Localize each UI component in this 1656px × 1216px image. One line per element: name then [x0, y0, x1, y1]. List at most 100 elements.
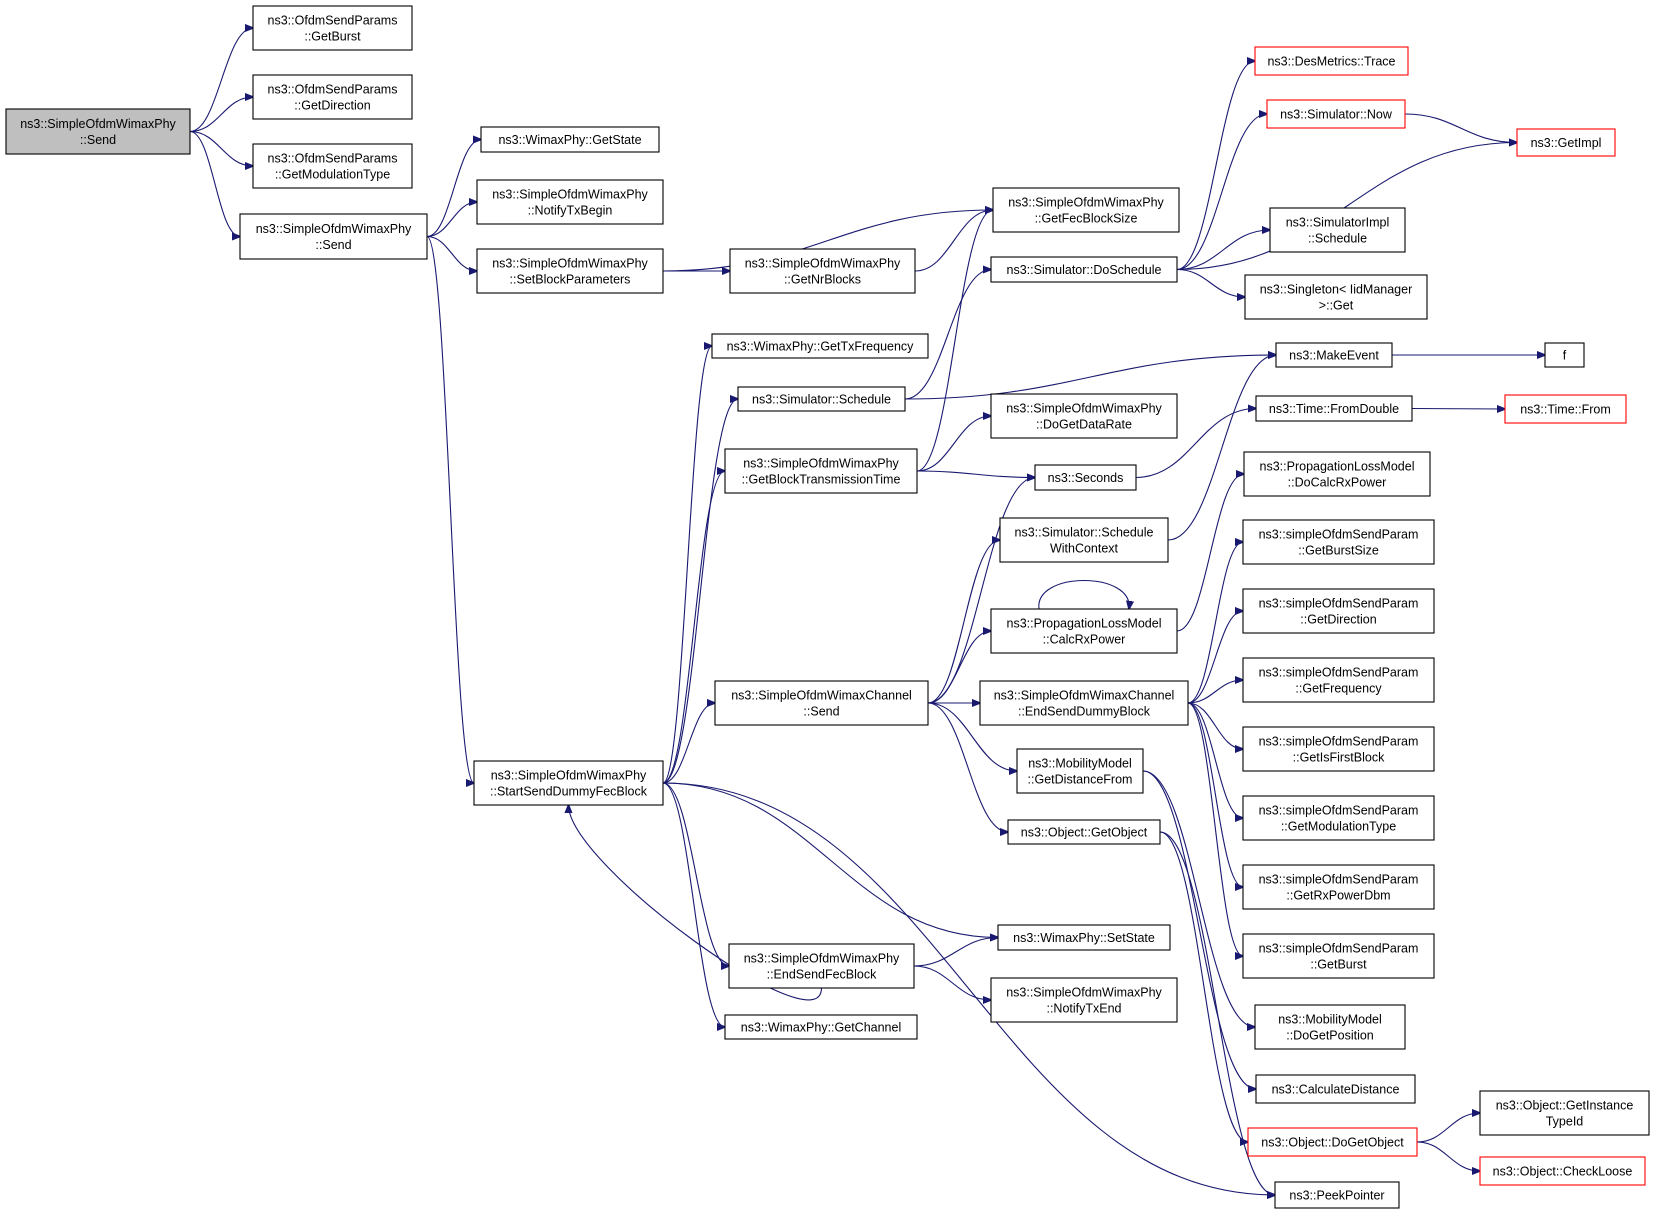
node-ns3-ofdmsendparams-getburst[interactable]: ns3::OfdmSendParams::GetBurst [252, 5, 413, 51]
node-ns3-simpleofdmsendparam-getdirection[interactable]: ns3::simpleOfdmSendParam::GetDirection [1242, 588, 1435, 634]
node-box [1254, 1004, 1406, 1050]
node-box [1242, 519, 1435, 565]
node-ns3-mobilitymodel-dogetposition[interactable]: ns3::MobilityModel::DoGetPosition [1254, 1004, 1406, 1050]
edge-n4-n5 [426, 140, 481, 238]
edge-n17-n29 [1176, 143, 1517, 271]
edge-n15-n10 [569, 805, 823, 1001]
node-box [1007, 819, 1161, 845]
edge-n15-n26 [913, 965, 991, 1000]
node-ns3-simpleofdmwimaxchannel-send[interactable]: ns3::SimpleOfdmWimaxChannel::Send [714, 680, 929, 726]
node-label-line: ns3::Simulator::Schedule [1015, 526, 1154, 540]
edge-n19-n34 [1135, 409, 1256, 479]
node-box [1244, 274, 1428, 320]
node-label-line: ::EndSendDummyBlock [1018, 705, 1151, 719]
node-ns3-object-getobject[interactable]: ns3::Object::GetObject [1007, 819, 1161, 845]
nodes-layer: ns3::SimpleOfdmWimaxPhy::Sendns3::OfdmSe… [5, 5, 1650, 1209]
edge-n10-n13 [662, 471, 725, 784]
node-ns3-time-fromdouble[interactable]: ns3::Time::FromDouble [1255, 395, 1413, 422]
node-ns3-wimaxphy-setstate[interactable]: ns3::WimaxPhy::SetState [997, 924, 1171, 951]
node-box [5, 108, 191, 155]
node-ns3-simulatorimpl-schedule[interactable]: ns3::SimulatorImpl::Schedule [1269, 207, 1406, 253]
node-ns3-makeevent[interactable]: ns3::MakeEvent [1275, 342, 1393, 368]
node-ns3-wimaxphy-getstate[interactable]: ns3::WimaxPhy::GetState [480, 126, 660, 153]
node-label-line: ns3::SimpleOfdmWimaxPhy [743, 457, 899, 471]
node-label-line: ns3::WimaxPhy::GetChannel [741, 1021, 902, 1035]
node-label-line: ns3::Simulator::DoSchedule [1007, 263, 1162, 277]
node-label-line: ns3::Object::CheckLoose [1493, 1165, 1633, 1179]
node-ns3-ofdmsendparams-getmodulationtype[interactable]: ns3::OfdmSendParams::GetModulationType [252, 143, 413, 189]
node-ns3-propagationlossmodel-calcrxpower[interactable]: ns3::PropagationLossModel::CalcRxPower [990, 608, 1178, 654]
node-label-line: ns3::simpleOfdmSendParam [1259, 942, 1419, 956]
node-label-line: ::GetIsFirstBlock [1293, 751, 1385, 765]
node-box [1504, 394, 1627, 424]
node-ns3-simpleofdmwimaxchannel-endsenddummyblock[interactable]: ns3::SimpleOfdmWimaxChannel::EndSendDumm… [979, 680, 1189, 726]
edge-n10-n16 [662, 782, 725, 1027]
node-ns3-simpleofdmwimaxphy-endsendfecblock[interactable]: ns3::SimpleOfdmWimaxPhy::EndSendFecBlock [728, 943, 915, 989]
node-ns3-simpleofdmwimaxphy-notifytxend[interactable]: ns3::SimpleOfdmWimaxPhy::NotifyTxEnd [990, 977, 1178, 1023]
node-ns3-simpleofdmsendparam-getrxpowerdbm[interactable]: ns3::simpleOfdmSendParam::GetRxPowerDbm [1242, 864, 1435, 910]
node-ns3-simpleofdmsendparam-getmodulationtype[interactable]: ns3::simpleOfdmSendParam::GetModulationT… [1242, 795, 1435, 841]
edge-n17-n31 [1176, 268, 1245, 298]
edge-n46-n49 [1416, 1141, 1480, 1171]
node-ns3-simpleofdmwimaxphy-dogetdatarate[interactable]: ns3::SimpleOfdmWimaxPhy::DoGetDataRate [990, 393, 1178, 439]
node-label-line: ::GetModulationType [275, 168, 390, 182]
node-box [252, 143, 413, 189]
node-ns3-object-checkloose[interactable]: ns3::Object::CheckLoose [1479, 1156, 1646, 1186]
edge-n46-n48 [1416, 1113, 1480, 1143]
node-box [1516, 128, 1616, 157]
node-ns3-simpleofdmsendparam-getburstsize[interactable]: ns3::simpleOfdmSendParam::GetBurstSize [1242, 519, 1435, 565]
node-box [1242, 657, 1435, 703]
node-ns3-simpleofdmwimaxphy-send[interactable]: ns3::SimpleOfdmWimaxPhy::Send [5, 108, 191, 155]
node-ns3-propagationlossmodel-docalcrxpower[interactable]: ns3::PropagationLossModel::DoCalcRxPower [1243, 451, 1431, 497]
node-ns3-simpleofdmwimaxphy-notifytxbegin[interactable]: ns3::SimpleOfdmWimaxPhy::NotifyTxBegin [476, 179, 664, 225]
node-ns3-object-dogetobject[interactable]: ns3::Object::DoGetObject [1247, 1127, 1418, 1157]
node-ns3-mobilitymodel-getdistancefrom[interactable]: ns3::MobilityModel::GetDistanceFrom [1016, 748, 1144, 794]
node-ns3-desmetrics-trace[interactable]: ns3::DesMetrics::Trace [1254, 46, 1409, 76]
node-box [997, 924, 1171, 951]
node-ns3-wimaxphy-gettxfrequency[interactable]: ns3::WimaxPhy::GetTxFrequency [711, 333, 929, 359]
node-label-line: ::GetBurst [304, 30, 361, 44]
node-box [1242, 864, 1435, 910]
node-ns3-simpleofdmsendparam-getburst[interactable]: ns3::simpleOfdmSendParam::GetBurst [1242, 933, 1435, 979]
node-ns3-peekpointer[interactable]: ns3::PeekPointer [1274, 1181, 1400, 1209]
node-ns3-time-from[interactable]: ns3::Time::From [1504, 394, 1627, 424]
node-ns3-simpleofdmsendparam-getfrequency[interactable]: ns3::simpleOfdmSendParam::GetFrequency [1242, 657, 1435, 703]
node-label-line: ::GetNrBlocks [784, 273, 861, 287]
node-ns3-singleton-iidmanager-get[interactable]: ns3::Singleton< IidManager>::Get [1244, 274, 1428, 320]
node-ns3-simulator-doschedule[interactable]: ns3::Simulator::DoSchedule [990, 256, 1178, 283]
node-ns3-wimaxphy-getchannel[interactable]: ns3::WimaxPhy::GetChannel [724, 1014, 918, 1040]
node-label-line: ns3::Singleton< IidManager [1260, 283, 1413, 297]
node-ns3-ofdmsendparams-getdirection[interactable]: ns3::OfdmSendParams::GetDirection [252, 74, 413, 120]
node-box [1242, 795, 1435, 841]
node-ns3-simpleofdmwimaxphy-getfecblocksize[interactable]: ns3::SimpleOfdmWimaxPhy::GetFecBlockSize [992, 187, 1180, 233]
edge-n10-n14 [662, 703, 715, 784]
node-box [728, 943, 915, 989]
node-box [1269, 207, 1406, 253]
node-ns3-simpleofdmwimaxphy-getnrblocks[interactable]: ns3::SimpleOfdmWimaxPhy::GetNrBlocks [729, 248, 916, 294]
node-label-line: ::Send [803, 705, 839, 719]
edge-n15-n25 [913, 938, 998, 967]
edge-n22-n39 [1187, 680, 1243, 704]
node-ns3-simpleofdmwimaxphy-startsenddummyfecblock[interactable]: ns3::SimpleOfdmWimaxPhy::StartSendDummyF… [473, 760, 664, 806]
node-ns3-calculatedistance[interactable]: ns3::CalculateDistance [1255, 1074, 1416, 1104]
node-ns3-simulator-schedule[interactable]: ns3::Simulator::Schedule [737, 386, 906, 412]
node-box [990, 256, 1178, 283]
node-ns3-simpleofdmwimaxphy-getblocktransmissiontime[interactable]: ns3::SimpleOfdmWimaxPhy::GetBlockTransmi… [724, 448, 918, 494]
node-ns3-seconds[interactable]: ns3::Seconds [1034, 464, 1137, 491]
node-ns3-getimpl[interactable]: ns3::GetImpl [1516, 128, 1616, 157]
node-label-line: ns3::MakeEvent [1289, 349, 1379, 363]
node-label-line: ns3::MobilityModel [1028, 757, 1132, 771]
node-f[interactable]: f [1544, 342, 1585, 368]
node-ns3-simpleofdmwimaxphy-setblockparameters[interactable]: ns3::SimpleOfdmWimaxPhy::SetBlockParamet… [476, 248, 664, 294]
node-ns3-simpleofdmsendparam-getisfirstblock[interactable]: ns3::simpleOfdmSendParam::GetIsFirstBloc… [1242, 726, 1435, 772]
edge-n23-n45 [1142, 770, 1256, 1089]
node-label-line: ns3::SimpleOfdmWimaxPhy [492, 188, 648, 202]
node-box [714, 680, 929, 726]
node-ns3-simpleofdmwimaxphy-send[interactable]: ns3::SimpleOfdmWimaxPhy::Send [239, 213, 428, 260]
node-label-line: ns3::OfdmSendParams [268, 152, 398, 166]
node-ns3-simulator-now[interactable]: ns3::Simulator::Now [1266, 99, 1406, 129]
edge-n0-n1 [189, 28, 253, 133]
